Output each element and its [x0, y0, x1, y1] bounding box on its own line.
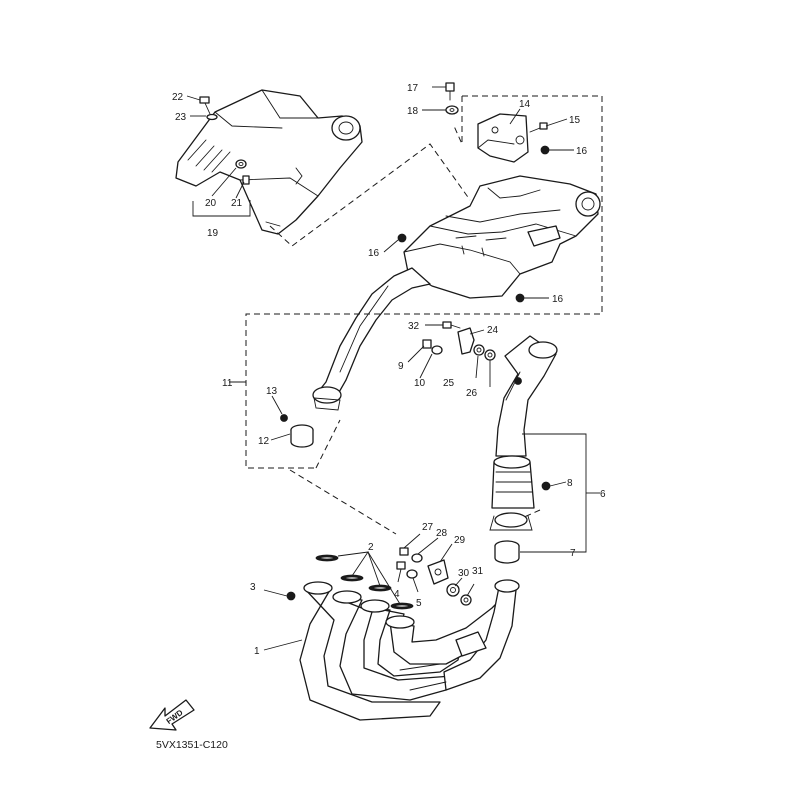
callout-15: 15: [569, 115, 581, 126]
damper-30[interactable]: [446, 583, 460, 597]
callout-23: 23: [175, 112, 187, 123]
gasket-7[interactable]: [494, 540, 520, 564]
grommet-20[interactable]: [235, 159, 247, 169]
callout-24: 24: [487, 325, 499, 336]
washer-5[interactable]: [406, 569, 418, 579]
callout-8: 8: [567, 478, 573, 489]
washer-28[interactable]: [411, 553, 423, 563]
callout-22: 22: [172, 92, 184, 103]
callout-13: 13: [266, 386, 278, 397]
callout-16b: 16: [368, 248, 380, 259]
callout-12: 12: [258, 436, 270, 447]
callout-9: 9: [398, 361, 404, 372]
bolt-32[interactable]: [442, 321, 461, 329]
callout-2: 2: [368, 542, 374, 553]
bolt-15[interactable]: [529, 122, 548, 133]
nut-3[interactable]: [286, 591, 296, 601]
heat-shield-cover[interactable]: [175, 89, 363, 235]
callout-27: 27: [422, 522, 434, 533]
callout-31: 31: [472, 566, 484, 577]
washer-23[interactable]: [206, 113, 218, 121]
callout-32: 32: [408, 321, 420, 332]
forward-arrow-icon: FWD: [149, 699, 195, 731]
bolt-17[interactable]: [445, 82, 455, 101]
callout-labels: 1 2 3 4 5 6 7 8 9 10 11 12 13 14 15 16 1…: [172, 83, 606, 657]
callout-16a: 16: [576, 146, 588, 157]
callout-17: 17: [407, 83, 419, 94]
gasket-12[interactable]: [290, 424, 314, 448]
callout-6: 6: [600, 489, 606, 500]
bolt-9[interactable]: [422, 339, 432, 349]
bolt-4[interactable]: [396, 561, 406, 570]
callout-21: 21: [231, 198, 243, 209]
callout-14: 14: [519, 99, 531, 110]
callout-5: 5: [416, 598, 422, 609]
leader-lines: [186, 86, 600, 651]
callout-1: 1: [254, 646, 260, 657]
nut-16-left[interactable]: [397, 233, 407, 243]
bracket-29[interactable]: [427, 559, 449, 585]
callout-20: 20: [205, 198, 217, 209]
collar-21[interactable]: [242, 175, 250, 185]
callout-30: 30: [458, 568, 470, 579]
collar-31[interactable]: [460, 594, 472, 606]
callout-4: 4: [394, 589, 400, 600]
bolt-22[interactable]: [199, 96, 211, 115]
callout-19: 19: [207, 228, 219, 239]
bracket-24[interactable]: [457, 327, 475, 355]
callout-3: 3: [250, 582, 256, 593]
callout-28: 28: [436, 528, 448, 539]
callout-25: 25: [443, 378, 455, 389]
callout-7: 7: [570, 548, 576, 559]
dashed-reference-lines: [245, 95, 603, 535]
collar-26[interactable]: [484, 349, 496, 361]
muffler-assembly[interactable]: [312, 175, 601, 411]
gaskets-2[interactable]: [315, 554, 414, 610]
callout-18: 18: [407, 106, 419, 117]
exhaust-pipe-mid[interactable]: [489, 335, 558, 531]
callout-10: 10: [414, 378, 426, 389]
callout-11: 11: [222, 378, 233, 389]
callout-16c: 16: [552, 294, 564, 305]
washer-18[interactable]: [445, 105, 459, 115]
bolt-13[interactable]: [280, 414, 288, 422]
callout-26: 26: [466, 388, 478, 399]
exhaust-header-pipes[interactable]: [299, 579, 520, 721]
bolt-27[interactable]: [399, 547, 409, 556]
nut-16-lower[interactable]: [515, 293, 525, 303]
callout-29: 29: [454, 535, 466, 546]
washer-10[interactable]: [431, 345, 443, 355]
bolt-8[interactable]: [541, 481, 551, 491]
diagram-code: 5VX1351-C120: [156, 739, 228, 751]
nut-16-upper[interactable]: [540, 145, 550, 155]
muffler-stay-14[interactable]: [477, 113, 529, 163]
damper-25[interactable]: [473, 344, 485, 356]
